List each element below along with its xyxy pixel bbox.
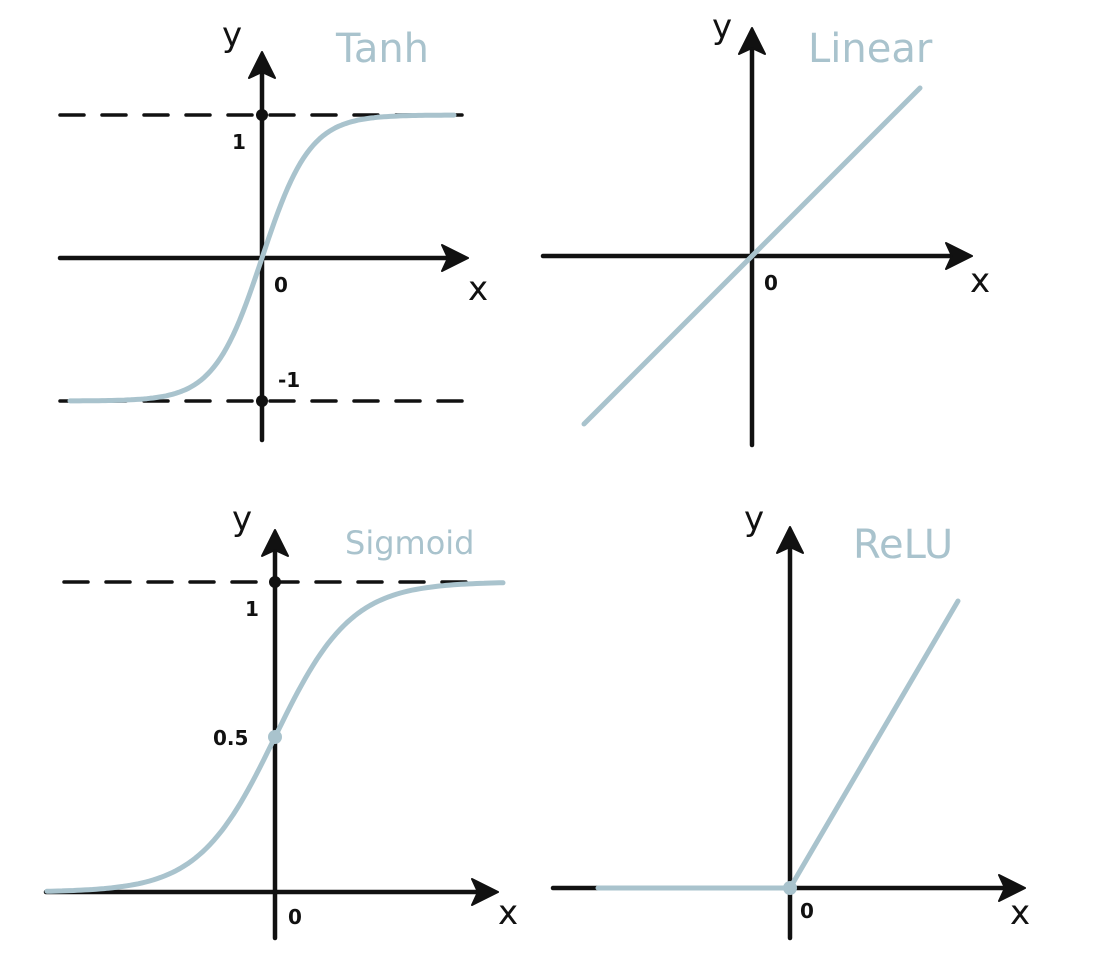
relu-chart: 0 y x ReLU (550, 499, 1030, 941)
tanh-x-axis-arrow (441, 244, 469, 272)
tanh-y-tick-label-0: 1 (232, 130, 246, 154)
sigmoid-chart-title: Sigmoid (345, 524, 474, 562)
sigmoid-marker-1 (268, 730, 282, 744)
sigmoid-y-axis-label: y (232, 499, 252, 539)
sigmoid-y-tick-label-1: 0.5 (213, 726, 248, 750)
relu-y-axis-label: y (744, 499, 764, 539)
linear-y-axis-arrow (738, 27, 766, 55)
sigmoid-chart: 1 0.5 0 y x Sigmoid (43, 499, 518, 941)
linear-y-axis-label: y (712, 7, 732, 47)
relu-marker-0 (783, 881, 797, 895)
relu-chart-title: ReLU (853, 522, 953, 568)
tanh-marker-1 (256, 395, 268, 407)
relu-x-axis-label: x (1010, 893, 1030, 933)
relu-y-axis-arrow (776, 526, 804, 554)
sigmoid-y-axis-arrow (261, 529, 289, 557)
linear-chart-title: Linear (808, 26, 933, 72)
tanh-x-axis-label: x (468, 269, 488, 309)
linear-origin-label: 0 (764, 271, 778, 295)
relu-origin-label: 0 (800, 899, 814, 923)
tanh-marker-0 (256, 109, 268, 121)
tanh-origin-label: 0 (274, 273, 288, 297)
sigmoid-marker-0 (269, 576, 281, 588)
linear-chart: 0 y x Linear (540, 7, 990, 448)
relu-x-axis-arrow (998, 874, 1026, 902)
relu-curve-0 (595, 598, 961, 891)
tanh-curve-0 (67, 112, 457, 404)
linear-curve-0 (581, 85, 923, 427)
tanh-y-axis-arrow (248, 51, 276, 79)
sigmoid-origin-label: 0 (288, 905, 302, 929)
tanh-chart: 1 -1 0 y x Tanh (57, 15, 488, 443)
linear-x-axis-arrow (945, 242, 973, 270)
sigmoid-y-tick-label-0: 1 (245, 597, 259, 621)
sigmoid-x-axis-label: x (498, 893, 518, 933)
tanh-chart-title: Tanh (335, 26, 429, 72)
linear-x-axis-label: x (970, 261, 990, 301)
sigmoid-x-axis-arrow (471, 878, 499, 906)
tanh-y-tick-label-1: -1 (278, 368, 300, 392)
tanh-y-axis-label: y (222, 15, 242, 55)
